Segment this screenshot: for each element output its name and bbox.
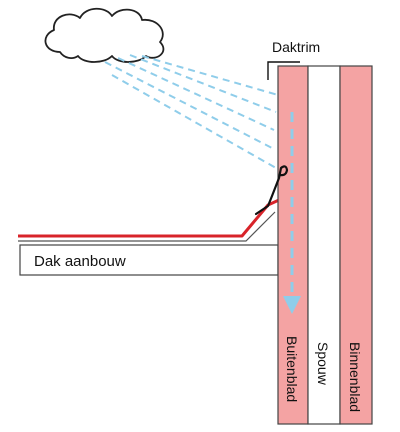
rain-line	[111, 74, 277, 169]
spouw-label: Spouw	[315, 342, 331, 386]
roof-line	[18, 198, 280, 238]
water-flow-arrow	[283, 112, 301, 314]
daktrim-label: Daktrim	[272, 39, 320, 55]
rain-lines	[104, 54, 279, 169]
dak-aanbouw-label: Dak aanbouw	[34, 253, 126, 270]
cloud-icon	[44, 7, 165, 63]
rain-line	[129, 54, 277, 113]
flashing-hook	[254, 165, 289, 216]
roof-edge	[18, 204, 278, 242]
rain-line	[117, 57, 275, 131]
buitenblad-wall	[277, 65, 309, 425]
binnenblad-label: Binnenblad	[347, 342, 363, 412]
binnenblad-wall	[339, 65, 373, 425]
rain-line	[104, 61, 273, 149]
buitenblad-label: Buitenblad	[284, 336, 300, 402]
roof-beam	[19, 244, 279, 276]
rain-line	[141, 55, 279, 96]
daktrim-profile	[267, 61, 300, 80]
spouw-cavity	[307, 65, 341, 425]
